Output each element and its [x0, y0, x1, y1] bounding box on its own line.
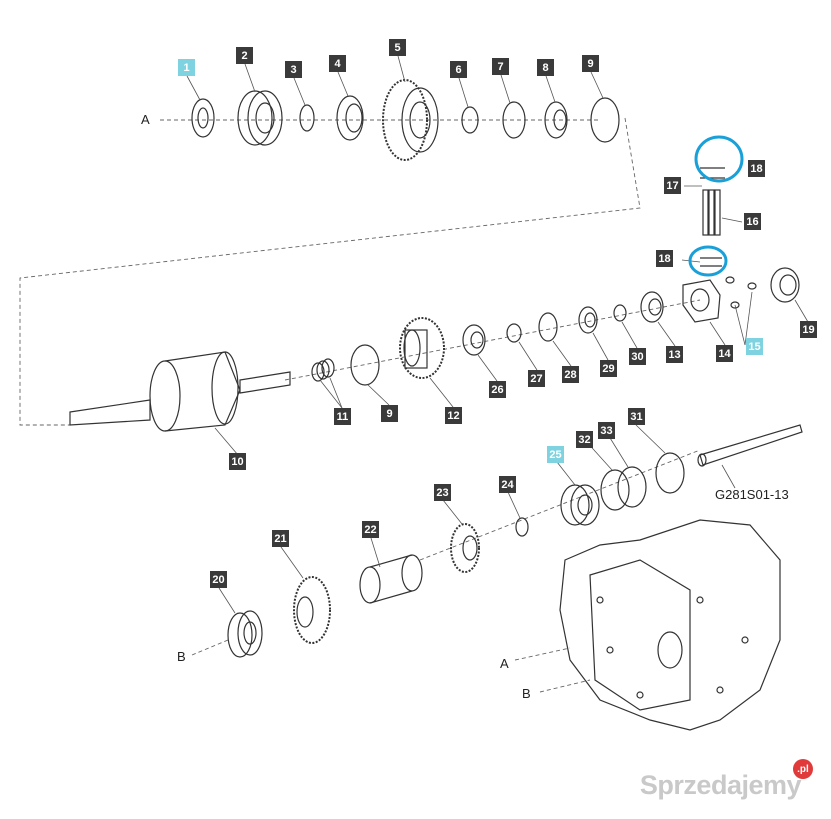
part-19-seal: [770, 267, 800, 303]
part-30-ring: [613, 304, 627, 322]
assembly-line-b-left: [191, 639, 229, 656]
callout-17[interactable]: 17: [664, 177, 681, 194]
watermark-pl-badge: .pl: [793, 759, 813, 779]
callout-28[interactable]: 28: [562, 366, 579, 383]
callout-6[interactable]: 6: [450, 61, 467, 78]
ref-label-a-top: A: [141, 112, 150, 127]
callout-30[interactable]: 30: [629, 348, 646, 365]
callout-31[interactable]: 31: [628, 408, 645, 425]
callout-9[interactable]: 9: [582, 55, 599, 72]
part-23-gear: [450, 523, 480, 573]
leader-lines: [186, 55, 809, 614]
callout-9-lower[interactable]: 9: [381, 405, 398, 422]
assembly-line-mid: [284, 299, 701, 381]
part-13-bearing: [640, 291, 664, 323]
part-8-bearing: [544, 101, 568, 139]
drawing-code: G281S01-13: [715, 487, 789, 502]
highlight-circles: [688, 135, 744, 277]
assembly-line-b: [539, 679, 591, 693]
callout-27[interactable]: 27: [528, 370, 545, 387]
callout-8[interactable]: 8: [537, 59, 554, 76]
callout-18-top[interactable]: 18: [748, 160, 765, 177]
ref-label-a-housing: A: [500, 656, 509, 671]
part-5-gear: [382, 79, 439, 161]
callout-21[interactable]: 21: [272, 530, 289, 547]
part-28-circlip: [538, 312, 558, 342]
part-6-ring: [461, 106, 479, 134]
part-29-bearing: [578, 306, 598, 334]
part-12-gear: [399, 317, 445, 379]
part-24-ring: [515, 517, 529, 537]
part-10-shaft-assembly: [69, 351, 291, 432]
callout-15[interactable]: 15: [746, 338, 763, 355]
part-26-bearing: [462, 324, 486, 356]
output-shaft: [697, 424, 803, 467]
part-7-circlip: [502, 101, 526, 139]
watermark-logo: Sprzedajemy: [639, 770, 802, 800]
callout-16[interactable]: 16: [744, 213, 761, 230]
callout-32[interactable]: 32: [576, 431, 593, 448]
ref-label-b-housing: B: [522, 686, 531, 701]
part-11-springs: [311, 358, 335, 382]
assembly-line-low: [419, 449, 701, 561]
callout-26[interactable]: 26: [489, 381, 506, 398]
highlight-circle-18-top: [694, 135, 744, 183]
part-25-bearing: [560, 484, 600, 526]
callout-3[interactable]: 3: [285, 61, 302, 78]
gearbox-housing: [559, 519, 781, 731]
callout-12[interactable]: 12: [445, 407, 462, 424]
callout-1[interactable]: 1: [178, 59, 195, 76]
part-20-bearing: [227, 610, 263, 658]
part-14-housing: [682, 279, 721, 323]
part-2-bearing: [237, 90, 283, 146]
part-31-circlip: [655, 452, 685, 494]
callout-10[interactable]: 10: [229, 453, 246, 470]
part-33-ring: [617, 466, 647, 508]
part-27-ring: [506, 323, 522, 343]
callout-11[interactable]: 11: [334, 408, 351, 425]
callout-24[interactable]: 24: [499, 476, 516, 493]
callout-23[interactable]: 23: [434, 484, 451, 501]
part-1-ring: [191, 98, 215, 138]
part-3-circlip: [299, 104, 315, 132]
part-9-ring: [590, 97, 620, 143]
ref-label-b-left: B: [177, 649, 186, 664]
part-16-pins: [700, 167, 725, 267]
part-15-screws: [725, 276, 757, 309]
callout-2[interactable]: 2: [236, 47, 253, 64]
callout-29[interactable]: 29: [600, 360, 617, 377]
highlight-circle-18-bottom: [688, 245, 728, 277]
assembly-line-a: [514, 647, 571, 661]
callout-25[interactable]: 25: [547, 446, 564, 463]
callout-22[interactable]: 22: [362, 521, 379, 538]
callout-14[interactable]: 14: [716, 345, 733, 362]
callout-33[interactable]: 33: [598, 422, 615, 439]
callout-20[interactable]: 20: [210, 571, 227, 588]
part-22-sleeve: [359, 554, 423, 604]
callout-4[interactable]: 4: [329, 55, 346, 72]
callout-7[interactable]: 7: [492, 58, 509, 75]
callout-19[interactable]: 19: [800, 321, 817, 338]
part-4-bearing: [336, 95, 364, 141]
callout-13[interactable]: 13: [666, 346, 683, 363]
callout-5[interactable]: 5: [389, 39, 406, 56]
part-32-ring: [600, 469, 630, 511]
assembly-line-connector: [19, 117, 641, 426]
part-9-ring-lower: [350, 344, 380, 386]
callout-18-bottom[interactable]: 18: [656, 250, 673, 267]
part-21-gear: [293, 576, 331, 644]
